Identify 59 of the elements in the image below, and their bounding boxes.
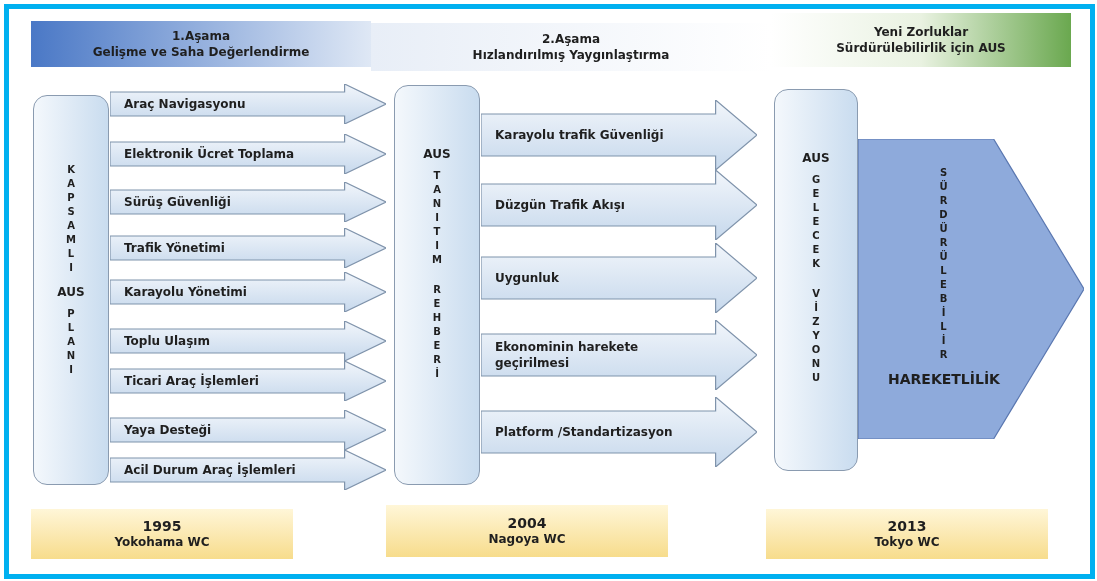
arrow-shape <box>110 134 386 174</box>
year-box <box>766 509 1048 559</box>
year-box <box>31 509 293 559</box>
label: Karayolu trafik Güvenliği <box>495 127 664 143</box>
label: Yaya Desteği <box>124 422 212 438</box>
arrow-shape <box>481 397 757 467</box>
heading-label: 2.Aşama <box>541 31 600 47</box>
label: Ekonominin harekete geçirilmesi <box>495 339 640 371</box>
arrow-shape <box>110 84 386 124</box>
label: Sürüş Güvenliği <box>124 194 231 210</box>
heading-label: 1.Aşama <box>171 28 230 44</box>
arrow-shape <box>481 170 757 240</box>
heading-label: 1995 <box>142 518 182 534</box>
arrow-shape <box>481 320 757 390</box>
pillar-box <box>774 89 858 471</box>
label: HAREKETLİLİK <box>888 371 1000 387</box>
arrow-shape <box>110 450 386 490</box>
block-arrow <box>858 139 1084 439</box>
label: Yokohama WC <box>114 534 210 550</box>
label: AUS <box>57 284 85 300</box>
arrow-shape <box>481 243 757 313</box>
label: Karayolu Yönetimi <box>124 284 247 300</box>
vertical-label: REHBERİ <box>431 284 443 382</box>
label: Toplu Ulaşım <box>124 333 210 349</box>
arrow-shape <box>110 321 386 361</box>
label: Elektronik Ücret Toplama <box>124 146 295 162</box>
arrow-shape <box>110 410 386 450</box>
label: Trafik Yönetimi <box>124 240 225 256</box>
label: Tokyo WC <box>874 534 940 550</box>
arrow-shape <box>110 272 386 312</box>
year-box <box>386 505 668 557</box>
arrow-shape <box>110 182 386 222</box>
vertical-label: GELECEK <box>810 174 822 272</box>
arrow-shape <box>481 100 757 170</box>
heading-label: Yeni Zorluklar <box>873 24 969 40</box>
vertical-label: KAPSAMLI <box>65 164 77 276</box>
phase-banner <box>31 21 371 67</box>
heading-label: 2013 <box>887 518 927 534</box>
label: Gelişme ve Saha Değerlendirme <box>92 44 310 60</box>
label: Acil Durum Araç İşlemleri <box>124 462 296 478</box>
vertical-label: VİZYONU <box>810 288 822 386</box>
label: AUS <box>802 150 830 166</box>
heading-label: 2004 <box>507 515 547 531</box>
vertical-label: SÜRDÜRÜLEBİLİR <box>938 167 949 363</box>
pillar-box <box>394 85 480 485</box>
label: Araç Navigasyonu <box>124 96 246 112</box>
arrow-shape <box>110 361 386 401</box>
label: Ticari Araç İşlemleri <box>124 373 259 389</box>
label: Nagoya WC <box>488 531 566 547</box>
label: Düzgün Trafik Akışı <box>495 197 625 213</box>
label: Sürdürülebilirlik için AUS <box>836 40 1006 56</box>
arrow-shape <box>110 228 386 268</box>
vertical-label: PLANI <box>65 308 77 378</box>
label: Platform /Standartizasyon <box>495 424 673 440</box>
label: Uygunluk <box>495 270 559 286</box>
label: Hızlandırılmış Yaygınlaştırma <box>472 47 670 63</box>
label: AUS <box>423 146 451 162</box>
pillar-box <box>33 95 109 485</box>
vertical-label: TANITIM <box>431 170 443 268</box>
